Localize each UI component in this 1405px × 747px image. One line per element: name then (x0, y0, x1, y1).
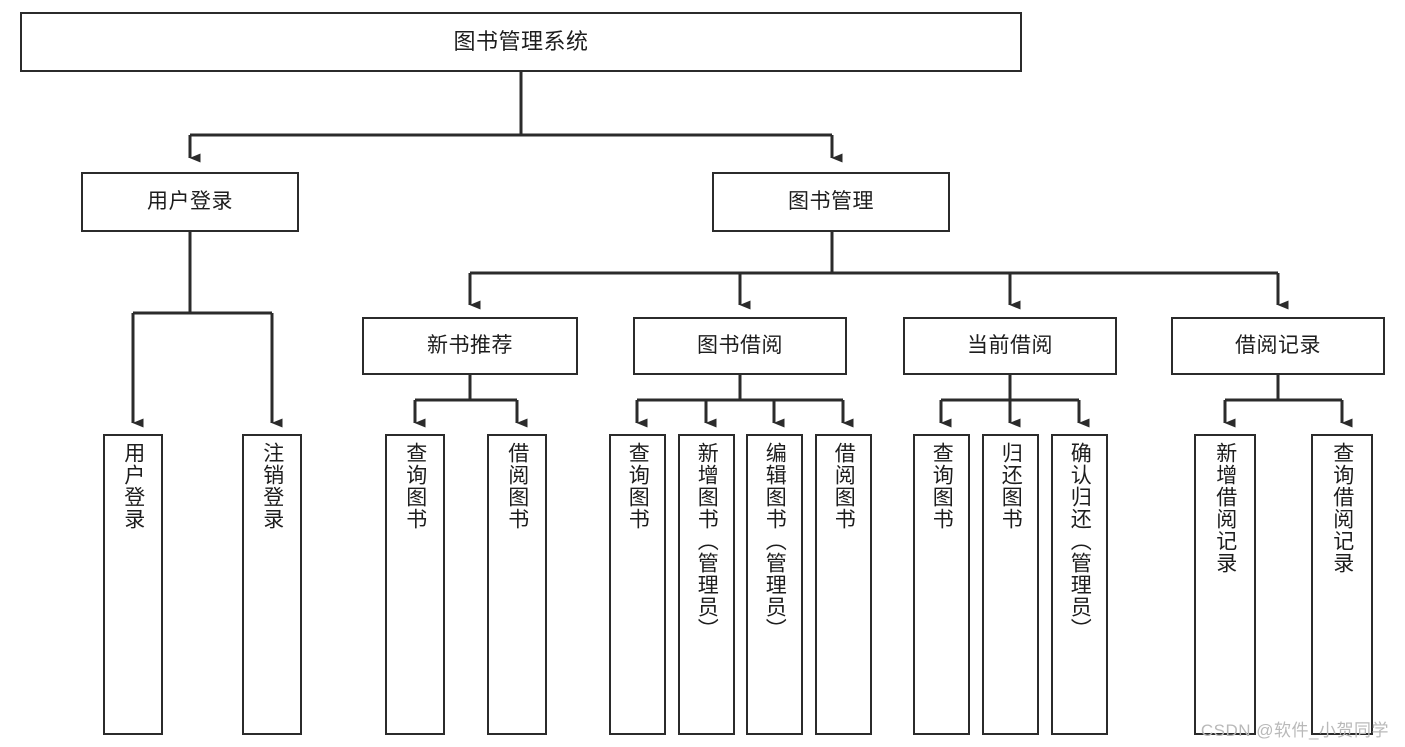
node-leaf-query-book-3[interactable]: 查询图书 (913, 434, 970, 735)
node-book-manage-label: 图书管理 (788, 189, 874, 213)
node-leaf-query-book-1-label: 查询图书 (403, 442, 427, 530)
node-root-label: 图书管理系统 (453, 29, 589, 55)
node-leaf-query-book-2-label: 查询图书 (626, 442, 650, 530)
node-user-login[interactable]: 用户登录 (81, 172, 299, 232)
node-new-book-rec-label: 新书推荐 (427, 333, 513, 357)
node-leaf-borrow-book-1-label: 借阅图书 (505, 442, 529, 530)
node-leaf-borrow-book-2-label: 借阅图书 (832, 442, 856, 530)
node-borrow-record[interactable]: 借阅记录 (1171, 317, 1385, 375)
node-leaf-add-record[interactable]: 新增借阅记录 (1194, 434, 1256, 735)
node-leaf-add-book-label: 新增图书（管理员） (695, 442, 719, 640)
node-leaf-query-book-3-label: 查询图书 (930, 442, 954, 530)
node-leaf-edit-book-label: 编辑图书（管理员） (763, 442, 787, 640)
node-leaf-return-book[interactable]: 归还图书 (982, 434, 1039, 735)
node-leaf-borrow-book-1[interactable]: 借阅图书 (487, 434, 547, 735)
node-new-book-rec[interactable]: 新书推荐 (362, 317, 578, 375)
node-book-borrow[interactable]: 图书借阅 (633, 317, 847, 375)
node-leaf-edit-book[interactable]: 编辑图书（管理员） (746, 434, 803, 735)
node-leaf-confirm-return[interactable]: 确认归还（管理员） (1051, 434, 1108, 735)
node-leaf-confirm-return-label: 确认归还（管理员） (1068, 442, 1092, 640)
node-borrow-record-label: 借阅记录 (1235, 333, 1321, 357)
node-leaf-add-record-label: 新增借阅记录 (1213, 442, 1237, 574)
node-leaf-user-login-label: 用户登录 (121, 442, 145, 530)
node-leaf-query-record[interactable]: 查询借阅记录 (1311, 434, 1373, 735)
node-leaf-borrow-book-2[interactable]: 借阅图书 (815, 434, 872, 735)
node-leaf-query-book-1[interactable]: 查询图书 (385, 434, 445, 735)
node-leaf-user-login[interactable]: 用户登录 (103, 434, 163, 735)
node-current-borrow[interactable]: 当前借阅 (903, 317, 1117, 375)
node-leaf-query-record-label: 查询借阅记录 (1330, 442, 1354, 574)
node-root[interactable]: 图书管理系统 (20, 12, 1022, 72)
node-leaf-add-book[interactable]: 新增图书（管理员） (678, 434, 735, 735)
node-leaf-logout-label: 注销登录 (260, 442, 284, 530)
node-user-login-label: 用户登录 (147, 189, 233, 213)
node-current-borrow-label: 当前借阅 (967, 333, 1053, 357)
node-book-borrow-label: 图书借阅 (697, 333, 783, 357)
node-leaf-query-book-2[interactable]: 查询图书 (609, 434, 666, 735)
node-book-manage[interactable]: 图书管理 (712, 172, 950, 232)
node-leaf-logout[interactable]: 注销登录 (242, 434, 302, 735)
node-leaf-return-book-label: 归还图书 (999, 442, 1023, 530)
